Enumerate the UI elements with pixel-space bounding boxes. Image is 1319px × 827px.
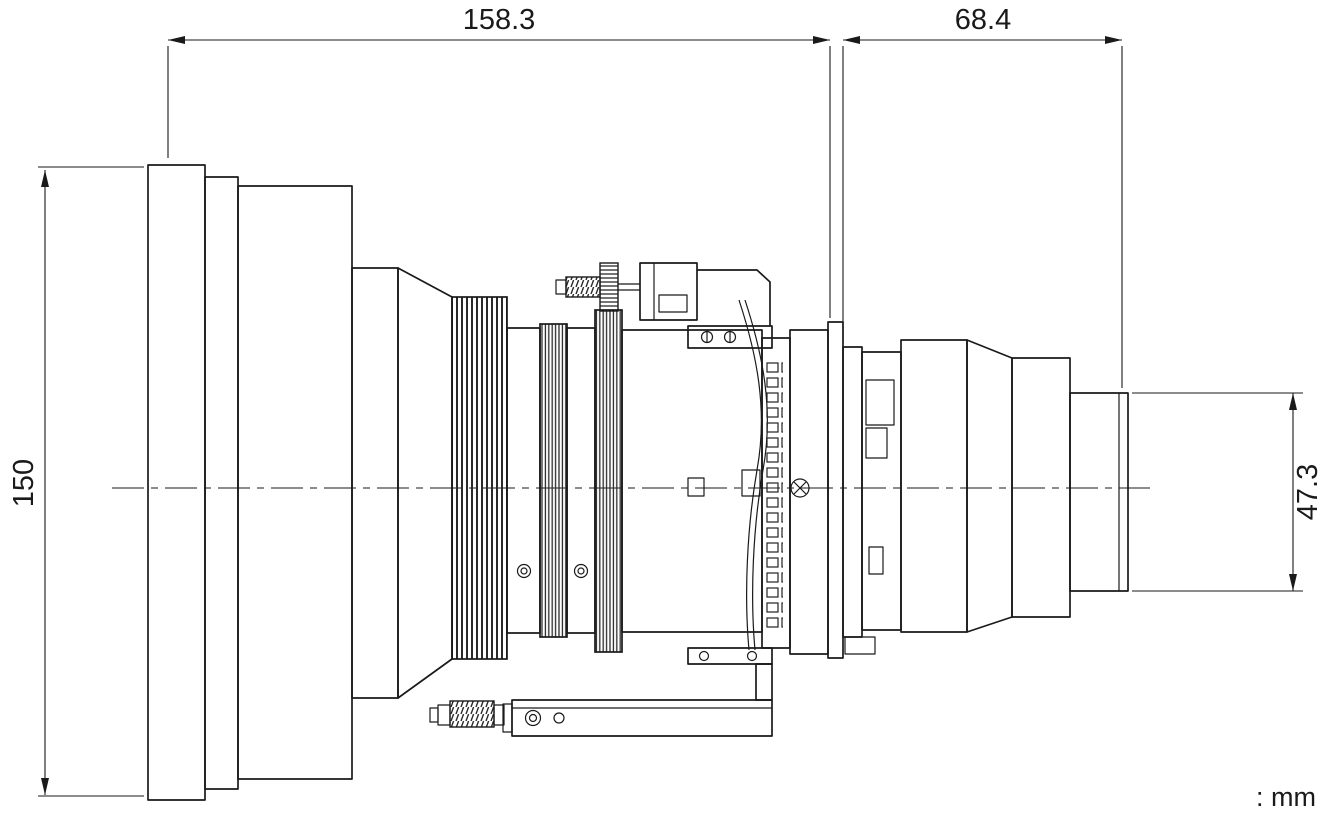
dim-label-150: 150	[8, 459, 40, 507]
wire-harness	[738, 299, 768, 651]
dimension-width-right: 68.4	[842, 4, 1123, 388]
mid-barrel-1	[506, 327, 541, 634]
dimension-height-left: 150	[8, 166, 144, 797]
dim-label-47-3: 47.3	[1292, 464, 1319, 520]
worm-screw-spring	[429, 700, 505, 728]
unit-note: : mm	[1256, 782, 1316, 812]
main-barrel	[621, 329, 763, 633]
dim-label-68-4: 68.4	[955, 4, 1011, 36]
body-step-cone	[351, 267, 453, 699]
top-adjuster-assembly	[555, 262, 773, 349]
dimension-height-right: 47.3	[1132, 392, 1319, 592]
zoom-ring-knurled	[451, 296, 508, 660]
front-barrel	[1069, 392, 1129, 592]
gear-ring	[594, 262, 623, 653]
bottom-bracket-assembly	[502, 647, 773, 737]
mount-plate-flange	[789, 321, 844, 659]
terminal-strip	[761, 337, 791, 649]
relay-section	[842, 339, 1071, 655]
rear-flange	[147, 164, 353, 801]
mid-barrel-2	[566, 327, 596, 634]
dimension-width-left: 158.3	[167, 4, 831, 318]
unit-label: : mm	[1256, 782, 1316, 812]
focus-ring-knurled	[539, 323, 568, 638]
dim-label-158-3: 158.3	[463, 4, 536, 36]
